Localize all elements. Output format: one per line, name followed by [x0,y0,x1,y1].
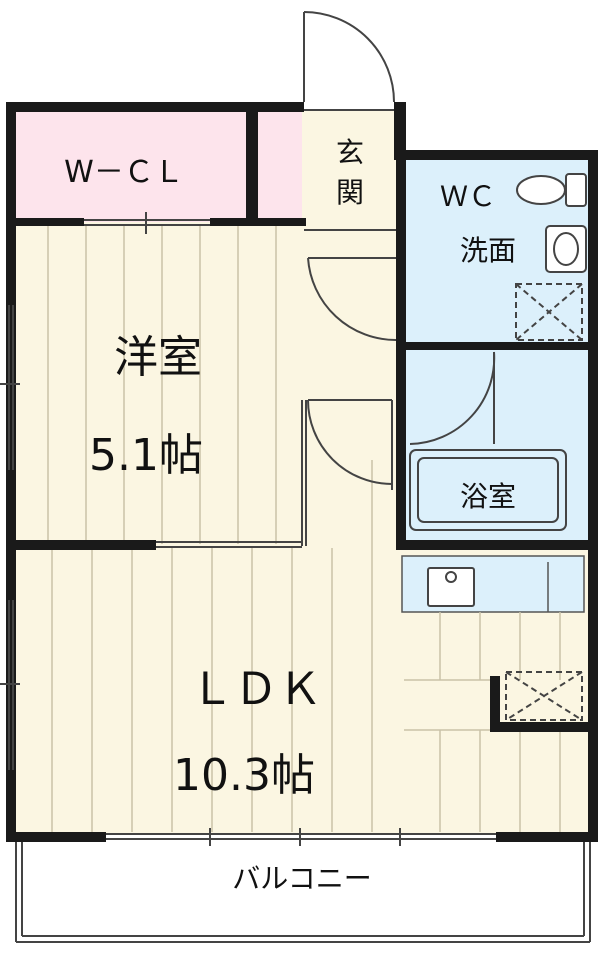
bath-label: 浴室 [460,480,516,513]
ldk-size: 10.3帖 [173,750,315,801]
bathtub [409,449,567,531]
ldk-label: ＬＤＫ [190,664,322,715]
western-room-label: 洋室 [114,332,202,383]
balcony [15,842,591,943]
openings [0,212,496,846]
hall-floor [304,230,400,546]
entrance-floor [302,110,400,230]
balcony-label: バルコニー [232,862,371,895]
refrigerator-space-icon [505,671,583,721]
western-room-floor [14,222,304,546]
floor-grain [47,226,592,832]
walls [6,102,598,842]
wc-label: ＷＣ [440,180,496,213]
washroom-label: 洗面 [460,234,516,267]
washbasin-icon [545,225,587,273]
western-room-size: 5.1帖 [89,430,203,481]
door-swings [303,11,496,490]
kitchen-sink-icon [427,567,475,607]
walk-in-closet-label: W－ＣＬ [64,155,184,190]
washing-machine-space-icon [515,283,583,341]
entrance-label-top: 玄 [336,136,364,169]
toilet-icon [516,173,587,207]
entrance-label-bottom: 関 [336,176,364,209]
